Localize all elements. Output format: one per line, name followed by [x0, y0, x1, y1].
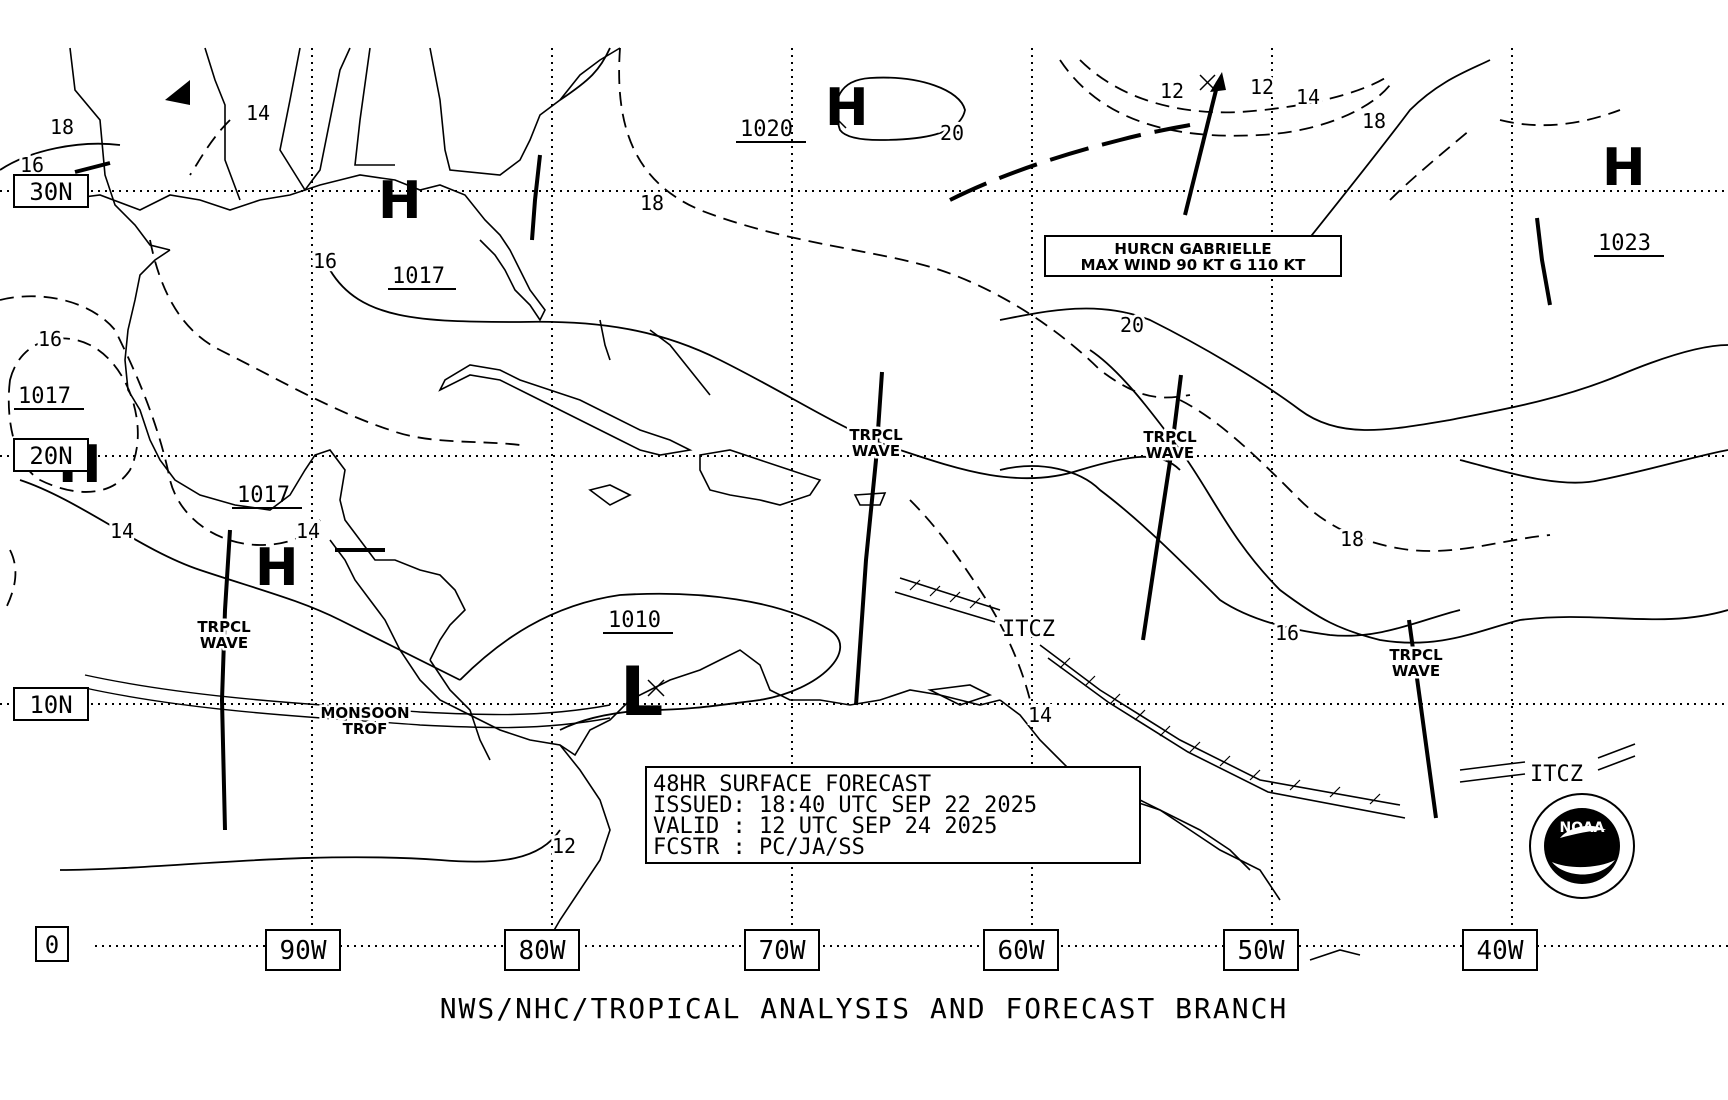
lon-label-60w: 60W	[998, 936, 1045, 966]
high-center-pressure: 1020	[740, 117, 793, 142]
itcz-label: ITCZ	[1002, 617, 1055, 642]
isobar-label: 12	[552, 834, 576, 858]
isobars-dashed	[0, 47, 1621, 701]
front-segments	[949, 123, 1191, 202]
high-center-symbol: H	[378, 171, 422, 231]
longitude-labels: 0 90W 80W 70W 60W 50W 40W	[35, 926, 1538, 971]
isobar-labels: 14 18 16 16 14 14 20 18 16 12 12 14 18 2…	[17, 72, 1389, 861]
isobar-label: 18	[50, 115, 74, 139]
lon-label-80w: 80W	[519, 936, 566, 966]
isobar-label: 16	[313, 249, 337, 273]
isobar-label: 18	[640, 191, 664, 215]
high-center-symbol: H	[1602, 138, 1646, 198]
trpcl-wave-label: TRPCL	[1143, 428, 1197, 446]
isobar-label: 14	[296, 519, 320, 543]
low-center-pressure: 1010	[608, 608, 661, 633]
monsoon-trof-label: MONSOON	[320, 704, 409, 722]
trpcl-wave-label: TRPCL	[197, 618, 251, 636]
isobar-label: 16	[1275, 621, 1299, 645]
pressure-centers: H 1020 H 1017 H 1017 H 1017 H 1023 L 101…	[14, 74, 1664, 732]
forecast-title: 48HR SURFACE FORECAST	[653, 772, 931, 797]
trpcl-wave-label: TRPCL	[849, 426, 903, 444]
monsoon-trough	[84, 674, 611, 729]
isobar-label: 12	[1160, 79, 1184, 103]
isobar-label: 16	[20, 153, 44, 177]
noaa-logo: NOAA	[1529, 793, 1635, 899]
arrow-heads	[165, 72, 1226, 105]
trpcl-wave-label: WAVE	[852, 442, 900, 460]
lon-label-90w: 90W	[280, 936, 327, 966]
low-center-symbol: L	[620, 653, 663, 732]
forecast-issued: ISSUED: 18:40 UTC SEP 22 2025	[653, 793, 1037, 818]
isobar-label: 16	[38, 327, 62, 351]
hurricane-max-wind: MAX WIND 90 KT G 110 KT	[1081, 256, 1307, 274]
lat-label-20n: 20N	[29, 442, 72, 470]
trpcl-wave-label: WAVE	[200, 634, 248, 652]
lon-label-50w: 50W	[1238, 936, 1285, 966]
itcz-hatching	[909, 579, 1381, 805]
isobar-label: 14	[1028, 703, 1052, 727]
latitude-labels: 30N 20N 10N	[13, 174, 89, 721]
forecast-info-box: 48HR SURFACE FORECAST ISSUED: 18:40 UTC …	[645, 766, 1141, 864]
feature-labels: TRPCL WAVE TRPCL WAVE TRPCL WAVE TRPCL W…	[195, 424, 1586, 790]
forecast-valid: VALID : 12 UTC SEP 24 2025	[653, 814, 997, 839]
hurricane-info-box: HURCN GABRIELLE MAX WIND 90 KT G 110 KT	[1044, 235, 1342, 277]
lat-label-30n: 30N	[29, 178, 72, 206]
isobar-label: 14	[246, 101, 270, 125]
lon-label-40w: 40W	[1477, 936, 1524, 966]
isobar-label: 14	[1296, 85, 1320, 109]
high-center-pressure: 1023	[1598, 231, 1651, 256]
lat-label-10n: 10N	[29, 691, 72, 719]
itcz-label: ITCZ	[1530, 762, 1583, 787]
high-center-symbol: H	[255, 538, 299, 598]
isobar-label: 20	[1120, 313, 1144, 337]
isobar-label: 20	[940, 121, 964, 145]
forecast-forecaster: FCSTR : PC/JA/SS	[653, 835, 865, 860]
isobars-solid	[0, 47, 1728, 871]
trpcl-wave-label: WAVE	[1392, 662, 1440, 680]
high-center-pressure: 1017	[237, 483, 290, 508]
trpcl-wave-label: TRPCL	[1389, 646, 1443, 664]
hurricane-name: HURCN GABRIELLE	[1114, 240, 1271, 258]
chart-title: NWS/NHC/TROPICAL ANALYSIS AND FORECAST B…	[440, 992, 1289, 1025]
graticule	[0, 48, 1728, 947]
high-center-pressure: 1017	[18, 384, 71, 409]
isobar-label: 18	[1340, 527, 1364, 551]
lon-label-0: 0	[45, 931, 59, 959]
trpcl-wave-label: WAVE	[1146, 444, 1194, 462]
high-center-pressure: 1017	[392, 264, 445, 289]
high-center-symbol: H	[825, 78, 869, 138]
lon-label-70w: 70W	[759, 936, 806, 966]
tropical-waves	[74, 81, 1552, 831]
noaa-logo-text: NOAA	[1560, 820, 1605, 836]
isobar-label: 12	[1250, 75, 1274, 99]
monsoon-trof-label: TROF	[343, 720, 388, 738]
isobar-label: 14	[110, 519, 134, 543]
isobar-label: 18	[1362, 109, 1386, 133]
